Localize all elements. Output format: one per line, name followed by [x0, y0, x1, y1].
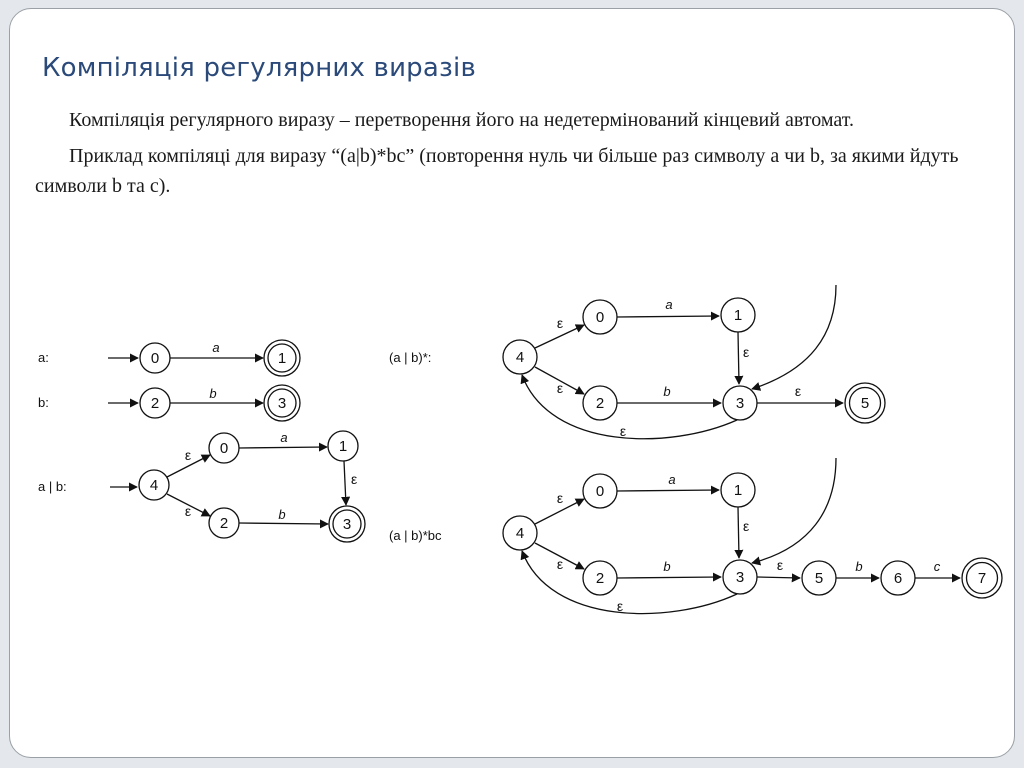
union-state-1-label: 1 [339, 438, 347, 455]
star-edge-0-1 [616, 311, 720, 321]
union-state-3-label: 3 [343, 516, 351, 533]
full-state-7-outer [961, 557, 1003, 599]
full-state-4-label: 4 [516, 525, 524, 542]
star-state-4-label: 4 [516, 349, 524, 366]
full-eps-4-2-label: ε [557, 556, 563, 572]
full-state-5-label: 5 [815, 570, 823, 587]
slide-body: Компіляція регулярного виразу – перетвор… [35, 105, 995, 207]
nfa-a-state-1-outer [263, 339, 301, 377]
union-state-4-label: 4 [150, 477, 158, 494]
full-eps-1-3-label: ε [743, 518, 749, 534]
label-full: (a | b)*bc [389, 528, 442, 543]
star-state-4 [502, 339, 538, 375]
nfa-b-state-2-label: 2 [151, 395, 159, 412]
union-eps-1-3-label: ε [351, 471, 357, 487]
union-edge-2-3-label: b [278, 507, 285, 522]
nfa-b-state-3-inner [267, 388, 297, 418]
example-paragraph: Приклад компіляці для виразу “(a|b)*bc” … [35, 145, 959, 197]
full-edge-0-1 [616, 485, 720, 495]
nfa-a-state-0-label: 0 [151, 350, 159, 367]
full-eps-3-5-label: ε [777, 557, 783, 573]
full-edge-6-7-label: c [934, 559, 941, 574]
star-eps-3-5-label: ε [795, 383, 801, 399]
union-state-3-inner [332, 509, 362, 539]
full-state-6-label: 6 [894, 570, 902, 587]
full-entry-curve [751, 457, 837, 566]
union-eps-4-0-label: ε [185, 447, 191, 463]
star-eps-4-0-label: ε [557, 315, 563, 331]
label-b: b: [38, 395, 49, 410]
union-eps-4-0 [166, 454, 211, 478]
full-eps-4-2 [534, 542, 585, 570]
star-state-2-label: 2 [596, 395, 604, 412]
full-edge-2-3-label: b [663, 559, 670, 574]
star-state-3-label: 3 [736, 395, 744, 412]
full-state-0-label: 0 [596, 483, 604, 500]
full-eps-4-0 [534, 498, 585, 525]
nfa-a-edge-label: a [212, 340, 219, 355]
union-edge-2-3 [238, 519, 329, 529]
slide: Компіляція регулярних виразів Компіляція… [9, 8, 1015, 758]
full-edge-2-3 [616, 572, 722, 582]
nfa-a-state-1-label: 1 [278, 350, 286, 367]
union-state-2-label: 2 [220, 515, 228, 532]
star-eps-4-2 [534, 366, 585, 395]
union-edge-0-1 [238, 442, 328, 452]
star-state-5-outer [844, 382, 886, 424]
star-state-5-inner [848, 386, 882, 420]
full-back-eps-label: ε [617, 598, 623, 614]
label-union: a | b: [38, 479, 67, 494]
star-eps-4-0 [534, 324, 585, 349]
star-eps-1-3-label: ε [743, 344, 749, 360]
full-state-3-label: 3 [736, 569, 744, 586]
full-state-7-label: 7 [978, 570, 986, 587]
star-state-5-label: 5 [861, 395, 869, 412]
slide-title: Компіляція регулярних виразів [42, 53, 476, 83]
star-state-0-label: 0 [596, 309, 604, 326]
star-state-1-label: 1 [734, 307, 742, 324]
star-back-eps-label: ε [620, 423, 626, 439]
full-eps-1-3 [734, 506, 744, 559]
union-eps-4-2-label: ε [185, 503, 191, 519]
label-a: a: [38, 350, 49, 365]
full-back-eps-3-4 [520, 550, 738, 615]
union-eps-4-2 [166, 493, 211, 517]
full-eps-3-5 [756, 573, 801, 583]
full-state-2-label: 2 [596, 570, 604, 587]
star-entry-curve [751, 284, 837, 391]
full-state-7-inner [965, 561, 999, 595]
union-state-3-outer [328, 505, 366, 543]
star-edge-2-3-label: b [663, 384, 670, 399]
union-state-1 [327, 430, 359, 462]
full-edge-5-6-label: b [855, 559, 862, 574]
full-edge-0-1-label: a [668, 472, 675, 487]
union-eps-1-3 [341, 460, 351, 506]
nfa-b-state-3-label: 3 [278, 395, 286, 412]
union-state-4 [138, 469, 170, 501]
union-state-0-label: 0 [220, 440, 228, 457]
nfa-b-edge-label: b [209, 386, 216, 401]
nfa-b-state-3-outer [263, 384, 301, 422]
label-star: (a | b)*: [389, 350, 431, 365]
star-eps-1-3 [734, 331, 744, 385]
star-back-eps-3-4 [520, 374, 738, 440]
full-eps-4-0-label: ε [557, 490, 563, 506]
star-edge-0-1-label: a [665, 297, 672, 312]
full-state-4 [502, 515, 538, 551]
definition-paragraph: Компіляція регулярного виразу – перетвор… [69, 109, 854, 131]
full-state-1-label: 1 [734, 482, 742, 499]
nfa-a-state-1-inner [267, 343, 297, 373]
union-edge-0-1-label: a [280, 430, 287, 445]
star-eps-4-2-label: ε [557, 380, 563, 396]
